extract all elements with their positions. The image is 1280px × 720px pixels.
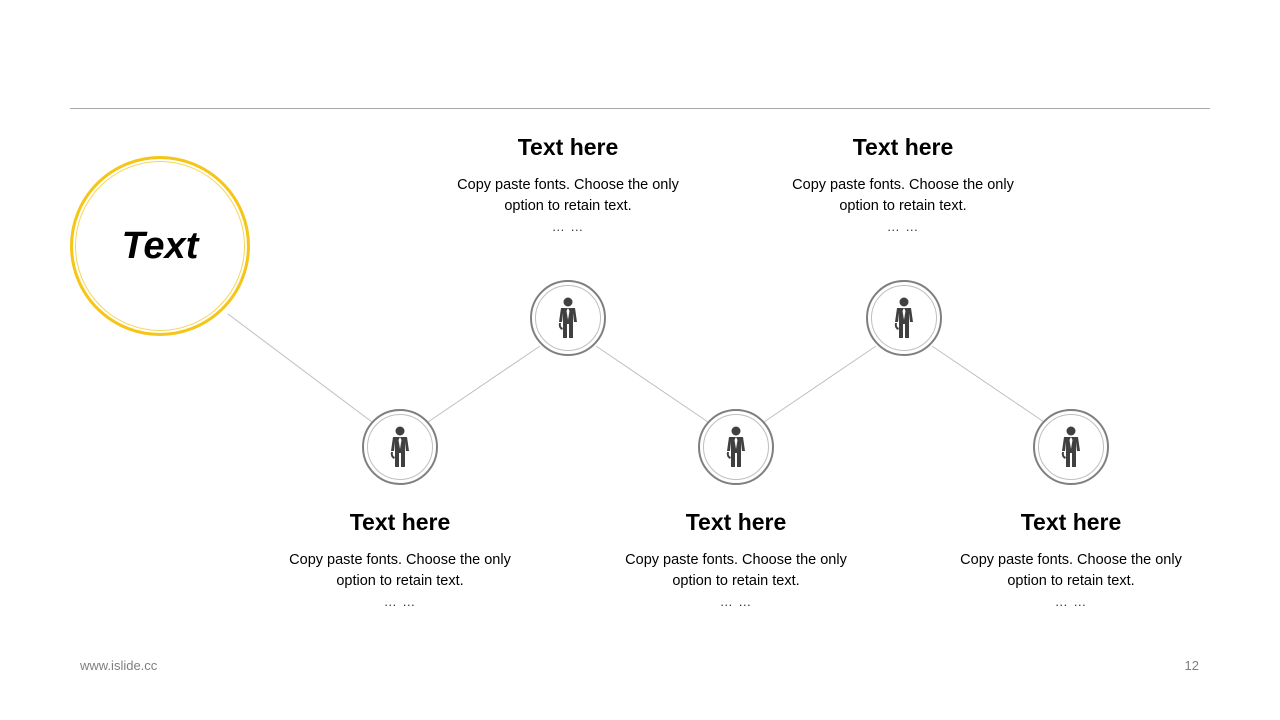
step-node-4 — [866, 280, 942, 356]
step-node-3 — [698, 409, 774, 485]
step-ellipsis: … … — [886, 219, 920, 234]
step-description: Copy paste fonts. Choose the only option… — [457, 177, 679, 214]
step-title: Text here — [852, 134, 954, 160]
page-number: 12 — [1184, 658, 1199, 673]
step-text-4: Text here Copy paste fonts. Choose the o… — [773, 132, 1033, 235]
businessman-icon — [558, 297, 577, 338]
step-text-3: Text here Copy paste fonts. Choose the o… — [606, 507, 866, 610]
businessman-icon — [1061, 426, 1080, 467]
step-ellipsis: … … — [1054, 594, 1088, 609]
step-node-2 — [530, 280, 606, 356]
step-description: Copy paste fonts. Choose the only option… — [289, 552, 511, 589]
step-ellipsis: … … — [383, 594, 417, 609]
step-text-1: Text here Copy paste fonts. Choose the o… — [270, 507, 530, 610]
step-ellipsis: … … — [551, 219, 585, 234]
step-text-2: Text here Copy paste fonts. Choose the o… — [438, 132, 698, 235]
step-title: Text here — [1020, 509, 1122, 535]
step-title: Text here — [685, 509, 787, 535]
hero-label: Text — [121, 224, 199, 267]
footer-website: www.islide.cc — [80, 658, 158, 673]
step-ellipsis: … … — [719, 594, 753, 609]
businessman-icon — [726, 426, 745, 467]
step-node-5 — [1033, 409, 1109, 485]
step-title: Text here — [349, 509, 451, 535]
step-description: Copy paste fonts. Choose the only option… — [960, 552, 1182, 589]
step-node-1 — [362, 409, 438, 485]
step-title: Text here — [517, 134, 619, 160]
top-divider — [70, 108, 1210, 109]
hero-circle: Text — [70, 156, 250, 336]
businessman-icon — [390, 426, 409, 467]
step-text-5: Text here Copy paste fonts. Choose the o… — [941, 507, 1201, 610]
step-description: Copy paste fonts. Choose the only option… — [625, 552, 847, 589]
businessman-icon — [894, 297, 913, 338]
step-description: Copy paste fonts. Choose the only option… — [792, 177, 1014, 214]
